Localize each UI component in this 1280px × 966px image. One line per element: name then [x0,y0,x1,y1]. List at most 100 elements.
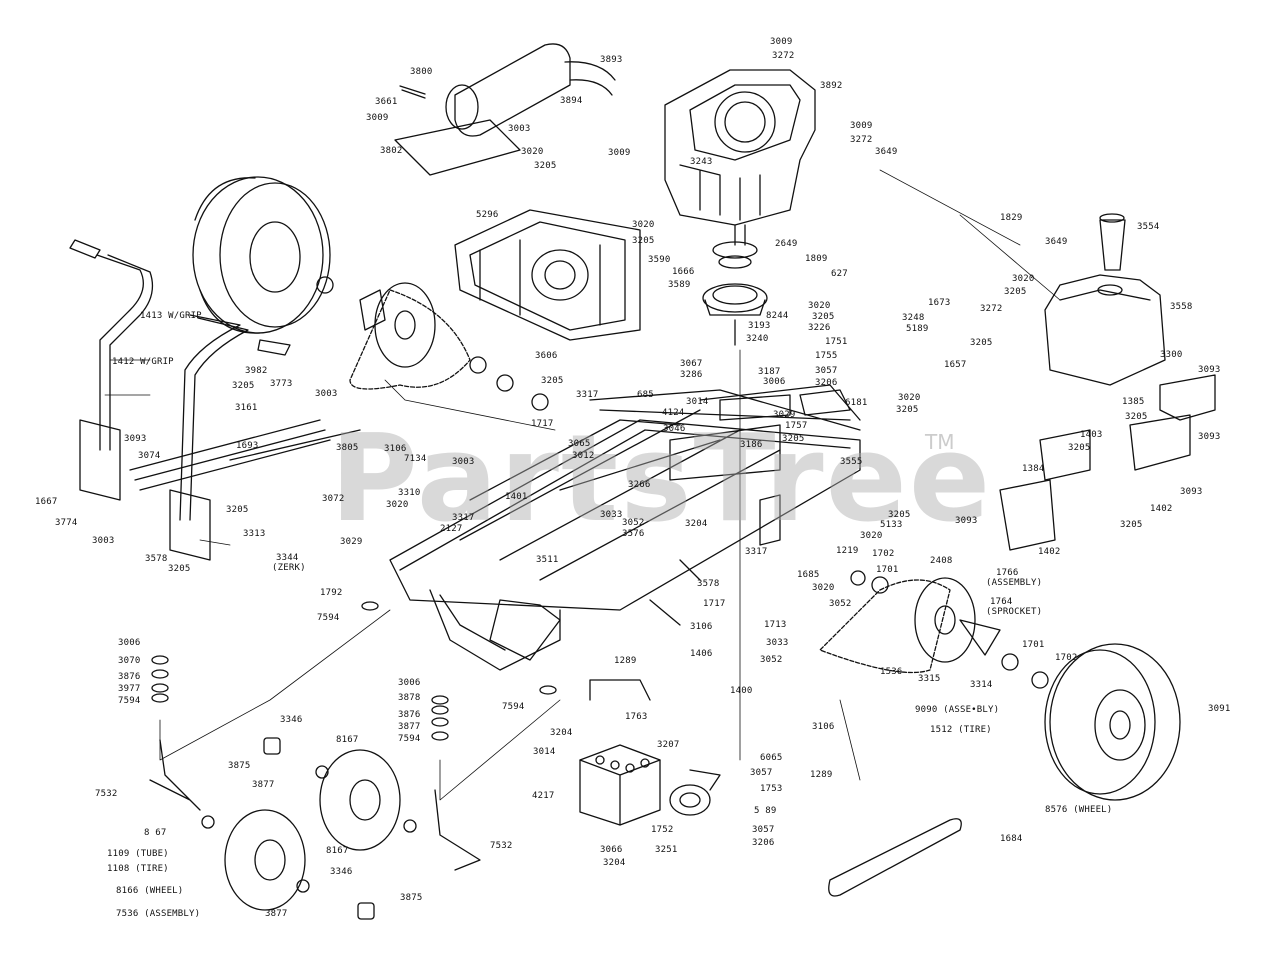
part-label: 3805 [336,443,359,453]
part-label: 1400 [730,686,753,696]
part-label: 1109 (TUBE) [107,849,169,859]
part-label: 3300 [1160,350,1183,360]
part-label: 3072 [322,494,345,504]
steering-handles [69,239,291,561]
part-label: 627 [831,269,848,279]
part-label: 3894 [560,96,583,106]
part-label: 3346 [280,715,303,725]
part-label: 1413 W/GRIP [140,311,202,321]
part-label: 3093 [124,434,147,444]
part-label: 1403 [1080,430,1103,440]
part-label: (SPROCKET) [986,607,1043,617]
part-label: 3057 [752,825,775,835]
part-label: 3187 [758,367,781,377]
part-label: 1289 [810,770,833,780]
part-label: 7536 (ASSEMBLY) [116,909,201,919]
part-label: 3207 [657,740,680,750]
battery [579,679,661,826]
part-label: 7594 [398,734,421,744]
part-label: 3578 [145,554,168,564]
part-label: 7594 [317,613,340,623]
part-label: 3346 [330,867,353,877]
part-label: 3205 [226,505,249,515]
part-label: 3558 [1170,302,1193,312]
part-label: 3093 [1180,487,1203,497]
part-label: 1385 [1122,397,1145,407]
washer-stacks [151,601,557,741]
part-label: 3205 [1068,443,1091,453]
part-label: 3205 [812,312,835,322]
part-label: 3315 [918,674,941,684]
part-label: 1401 [505,492,528,502]
muffler-assembly [394,43,616,176]
part-label: 3020 [386,500,409,510]
part-label: 3014 [686,397,709,407]
part-label: 3251 [655,845,678,855]
part-label: 3773 [270,379,293,389]
part-label: 3286 [680,370,703,380]
part-label: 3006 [763,377,786,387]
part-label: 3033 [600,510,623,520]
left-sprocket-chain [349,282,549,411]
part-label: 1717 [703,599,726,609]
part-label: 3893 [600,55,623,65]
part-label: 3314 [970,680,993,690]
part-label: 1412 W/GRIP [112,357,174,367]
part-label: 3802 [380,146,403,156]
transaxle [454,209,641,341]
part-label: 3106 [384,444,407,454]
part-label: 1751 [825,337,848,347]
watermark: PartsTree [330,410,993,549]
part-label: 3020 [808,301,831,311]
part-label: 3875 [228,761,251,771]
part-label: 1752 [651,825,674,835]
part-label: 1402 [1150,504,1173,514]
part-label: 3576 [622,529,645,539]
part-label: 3205 [1004,287,1027,297]
part-label: 3317 [576,390,599,400]
part-label: 3046 [663,424,686,434]
part-label: 6065 [760,753,783,763]
part-label: 7532 [95,789,118,799]
part-label: 3240 [746,334,769,344]
part-label: 3006 [398,678,421,688]
part-label: 3093 [1198,432,1221,442]
part-label: 1717 [531,419,554,429]
part-label: 3876 [398,710,421,720]
part-label: 3578 [697,579,720,589]
part-label: 3649 [1045,237,1068,247]
part-label: 3020 [860,531,883,541]
part-label: 3012 [572,451,595,461]
part-label: 1829 [1000,213,1023,223]
part-label: 3310 [398,488,421,498]
part-label: 3074 [138,451,161,461]
part-label: 5 89 [754,806,777,816]
rear-tire-left [192,176,334,334]
part-label: 1693 [236,441,259,451]
part-label: 1406 [690,649,713,659]
part-label: 8166 (WHEEL) [116,886,184,896]
part-label: 8 67 [144,828,167,838]
part-label: 8576 (WHEEL) [1045,805,1113,815]
part-label: 3009 [608,148,631,158]
part-label: 3892 [820,81,843,91]
part-label: 1755 [815,351,838,361]
trademark-mark: TM [925,430,955,454]
part-label: 3003 [315,389,338,399]
part-label: 4124 [662,408,685,418]
part-label: 3243 [690,157,713,167]
part-label: 2408 [930,556,953,566]
part-label: 3033 [766,638,789,648]
part-label: 3205 [888,510,911,520]
part-label: 3982 [245,366,268,376]
part-label: 3590 [648,255,671,265]
part-label: 3057 [815,366,838,376]
part-label: 3067 [680,359,703,369]
part-label: 3248 [902,313,925,323]
part-label: 3009 [366,113,389,123]
part-label: 3029 [773,410,796,420]
part-label: 3205 [1120,520,1143,530]
part-label: 3003 [452,457,475,467]
part-label: 3649 [875,147,898,157]
part-label: 3272 [772,51,795,61]
